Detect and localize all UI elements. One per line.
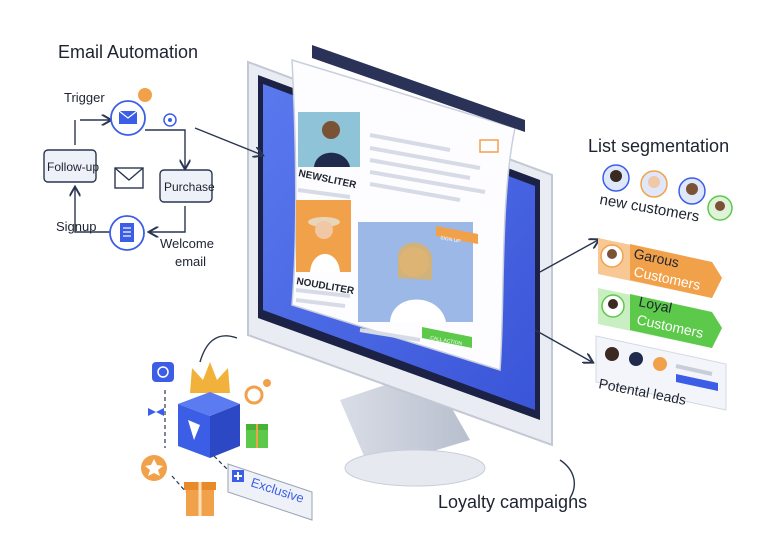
loyalty-campaigns-title: Loyalty campaigns: [438, 492, 587, 512]
exclusive-tag: [227, 463, 313, 521]
purchase-box: [159, 169, 213, 203]
email-automation-title: Email Automation: [58, 42, 198, 62]
signup-button[interactable]: [436, 226, 478, 244]
target-icon: [163, 113, 177, 127]
potential-leads-card: [595, 335, 727, 411]
trigger-label: Trigger: [64, 90, 105, 105]
followup-box: [43, 149, 97, 183]
welcome-label-email: email: [175, 254, 206, 269]
followup-label: Follow-up: [47, 160, 99, 174]
segmentation-panel: [534, 164, 733, 411]
signup-label: Signup: [56, 219, 96, 234]
purchase-label: Purchase: [164, 180, 215, 194]
new-customer-avatars: [602, 164, 733, 221]
connector-to-monitor: [194, 127, 262, 155]
newsletter-text-lines: [297, 133, 486, 202]
call-action-button[interactable]: [422, 327, 472, 348]
sheet-header-bar: [312, 45, 525, 132]
automation-flow: [43, 88, 262, 251]
welcome-label: Welcome: [160, 236, 214, 251]
newsletter-sheet: [291, 45, 525, 371]
dollar-badge-icon: [138, 88, 152, 102]
center-envelope-icon: [114, 167, 144, 189]
medal-icon: [244, 385, 264, 405]
loyal-label: Loyal: [637, 293, 673, 316]
bowtie-icon: [148, 408, 164, 416]
loyalty-gift-group: [141, 335, 576, 521]
list-segmentation-title: List segmentation: [588, 136, 729, 156]
signup-button-label[interactable]: SIGN UP: [440, 235, 462, 245]
crown-icon: [190, 362, 230, 393]
monitor-base: [344, 449, 486, 487]
mail-icon: [479, 139, 499, 153]
chat-bubble-icon: [152, 362, 174, 382]
